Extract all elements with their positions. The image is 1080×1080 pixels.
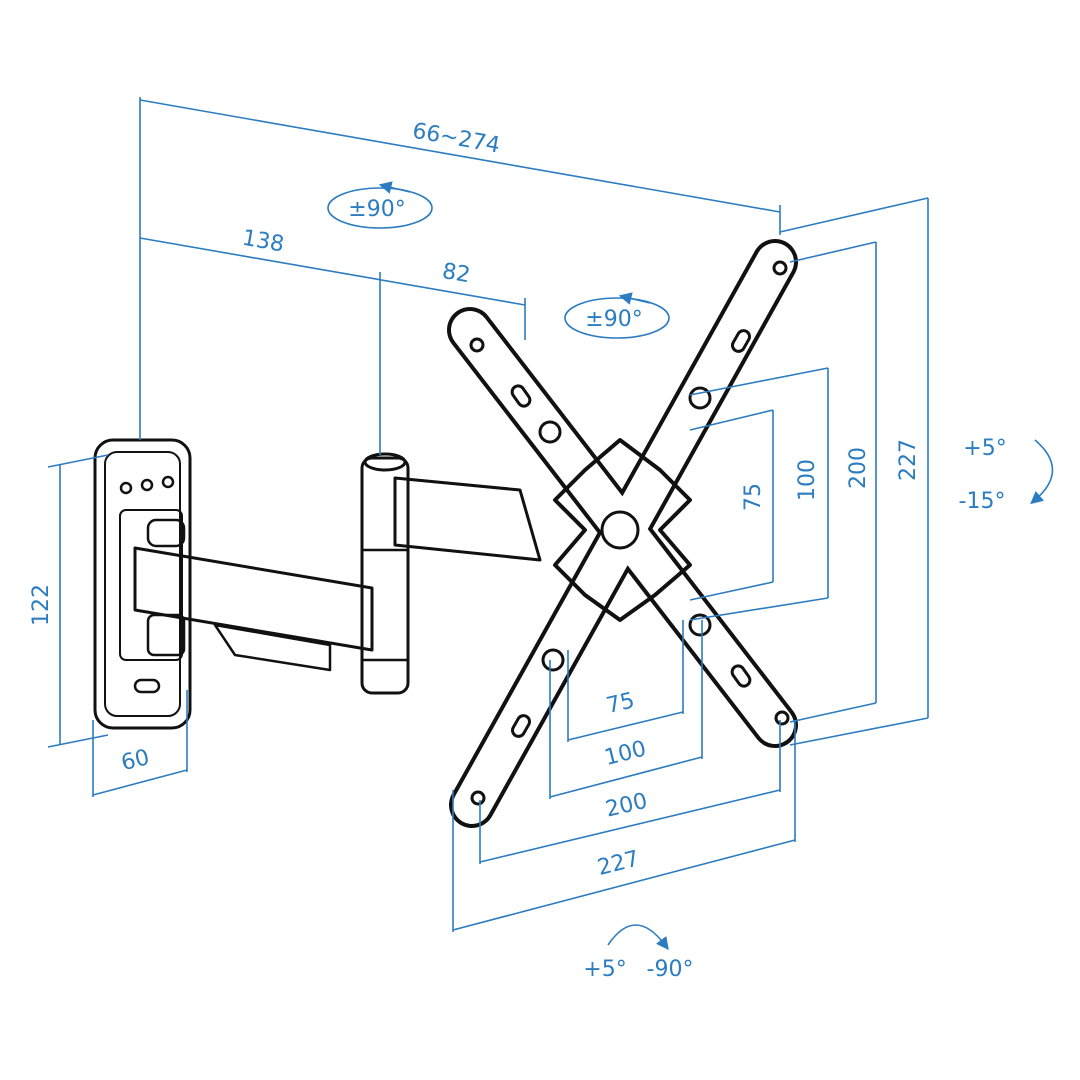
label-vesa-v-75: 75 <box>741 483 766 511</box>
label-vesa-h-75: 75 <box>604 688 637 719</box>
wall-plate <box>93 438 192 730</box>
label-swivel-top: ±90° <box>348 197 405 222</box>
label-vesa-v-227: 227 <box>896 439 921 481</box>
label-vesa-v-200: 200 <box>846 447 871 489</box>
label-wall-plate-height: 122 <box>29 584 54 626</box>
label-vesa-h-100: 100 <box>602 736 649 770</box>
dimension-labels: 66~274 ±90° ±90° 138 82 122 60 227 200 1… <box>29 119 1007 982</box>
label-vesa-h-227: 227 <box>595 846 642 880</box>
label-vesa-h-200: 200 <box>603 789 650 823</box>
label-tilt-down: -15° <box>959 489 1006 514</box>
label-rotate-plus: +5° <box>583 957 626 982</box>
label-wall-plate-width: 60 <box>119 745 152 776</box>
vesa-plate <box>447 239 798 828</box>
label-rotate-minus: -90° <box>647 957 694 982</box>
label-tilt-up: +5° <box>963 436 1006 461</box>
label-arm-extension: 66~274 <box>410 119 501 159</box>
label-vesa-v-100: 100 <box>795 459 820 501</box>
extension-arm <box>133 452 542 695</box>
label-swivel-plate: ±90° <box>585 307 642 332</box>
label-arm-segment: 82 <box>440 259 472 288</box>
label-arm-length: 138 <box>240 226 286 258</box>
dimension-lines <box>47 97 1054 951</box>
